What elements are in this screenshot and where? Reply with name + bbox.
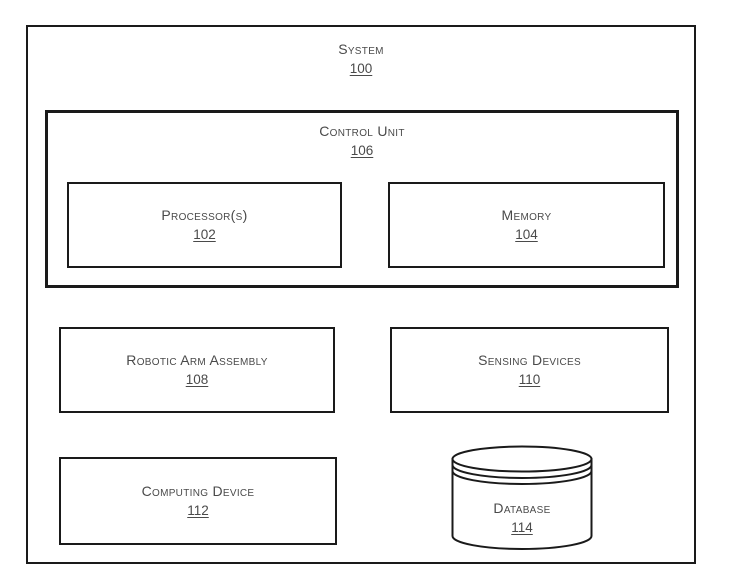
system-box: System 100 Control Unit 106 Processor(s)…: [26, 25, 696, 564]
processors-label: Processor(s): [161, 207, 248, 223]
control-unit-ref: 106: [350, 143, 374, 158]
control-unit-label: Control Unit: [319, 123, 405, 139]
computing-device-heading: Computing Device 112: [142, 481, 255, 521]
sensing-devices-box: Sensing Devices 110: [390, 327, 669, 413]
computing-device-ref: 112: [187, 503, 209, 518]
robotic-arm-assembly-heading: Robotic Arm Assembly 108: [126, 350, 267, 390]
system-ref: 100: [349, 61, 373, 76]
control-unit-box: Control Unit 106 Processor(s) 102 Memory…: [45, 110, 679, 288]
database-label: Database: [493, 500, 551, 516]
database-cylinder-icon: [451, 445, 593, 550]
database-ref: 114: [511, 520, 533, 535]
system-heading: System 100: [28, 39, 694, 79]
database-heading: Database 114: [451, 498, 593, 538]
robotic-arm-assembly-label: Robotic Arm Assembly: [126, 352, 268, 368]
system-label: System: [338, 41, 384, 57]
processors-ref: 102: [193, 227, 216, 242]
control-unit-heading: Control Unit 106: [48, 121, 676, 161]
memory-ref: 104: [515, 227, 538, 242]
processors-heading: Processor(s) 102: [161, 205, 247, 245]
robotic-arm-assembly-box: Robotic Arm Assembly 108: [59, 327, 335, 413]
robotic-arm-assembly-ref: 108: [185, 372, 209, 387]
processors-box: Processor(s) 102: [67, 182, 342, 268]
memory-label: Memory: [501, 207, 552, 223]
sensing-devices-heading: Sensing Devices 110: [478, 350, 581, 390]
computing-device-box: Computing Device 112: [59, 457, 337, 545]
memory-box: Memory 104: [388, 182, 665, 268]
computing-device-label: Computing Device: [141, 483, 255, 499]
sensing-devices-label: Sensing Devices: [478, 352, 581, 368]
sensing-devices-ref: 110: [518, 372, 541, 387]
memory-heading: Memory 104: [502, 205, 552, 245]
database-node: Database 114: [451, 445, 593, 551]
